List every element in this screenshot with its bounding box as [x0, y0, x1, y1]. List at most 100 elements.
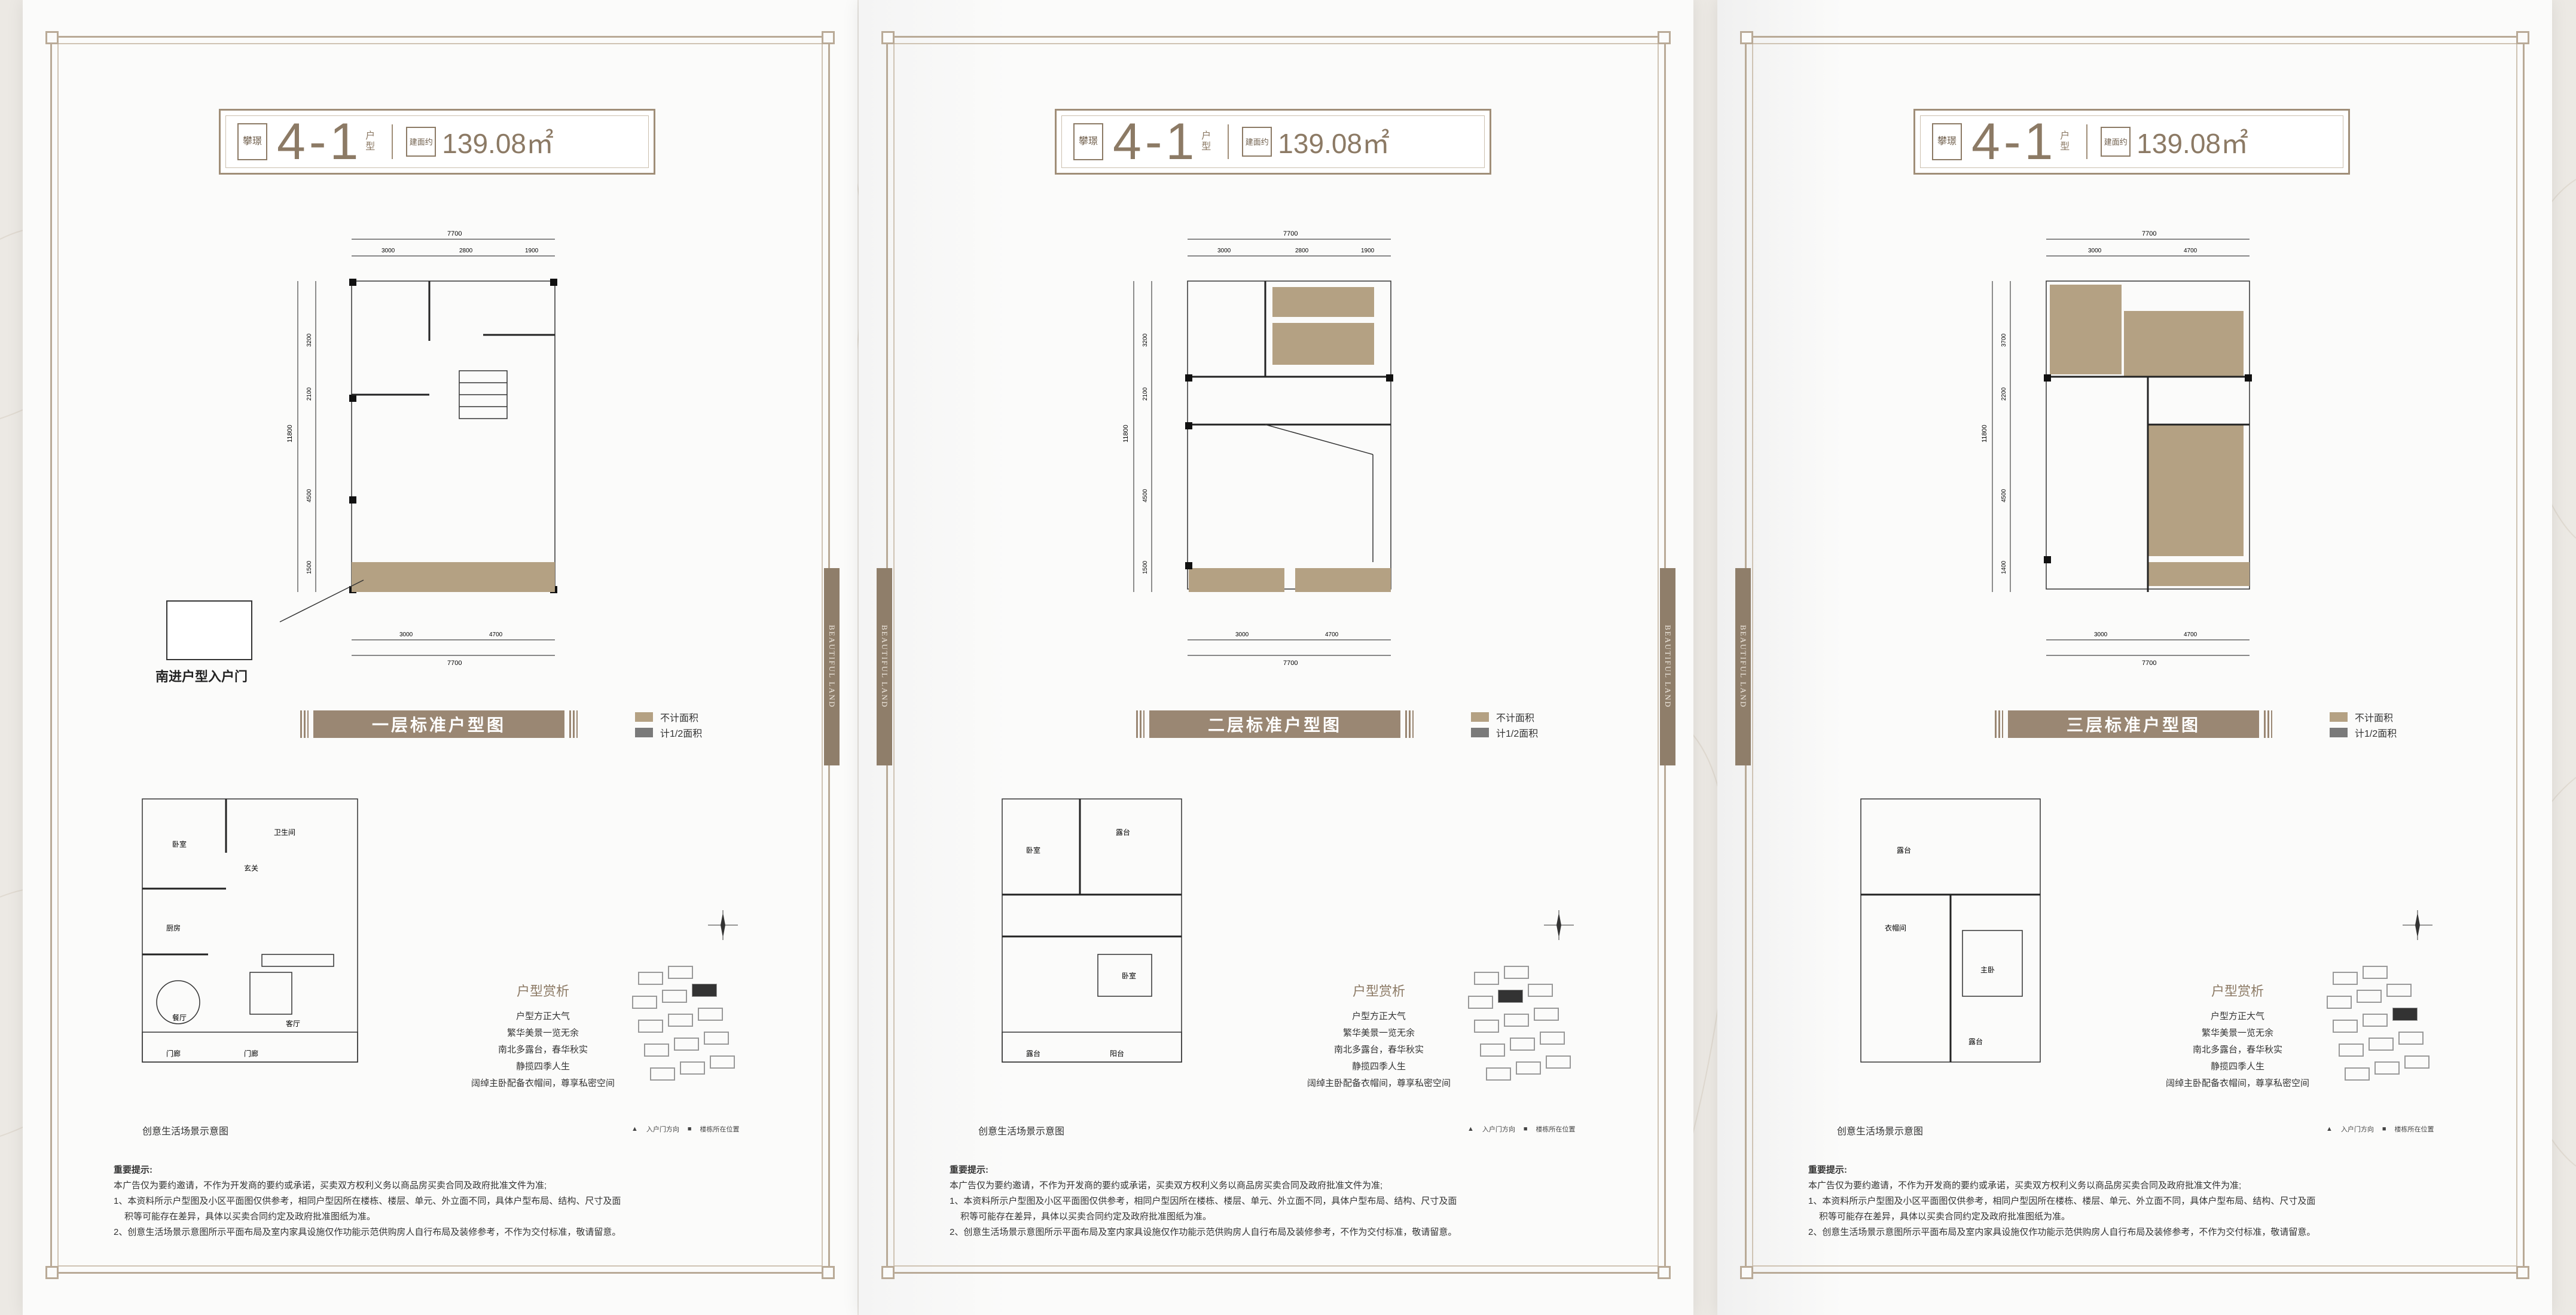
dim-bottom-part: 4700	[1325, 631, 1339, 638]
legend-label: 不计面积	[2355, 713, 2394, 724]
important-notes: 重要提示: 本广告仅为要约邀请，不作为开发商的要约或承诺，买卖双方权利义务以商品…	[1808, 1163, 2466, 1240]
legend-item: 不计面积	[635, 709, 702, 725]
site-legend-entry: 入户门方向	[1482, 1126, 1515, 1133]
entry-direction-icon: ▲	[631, 1125, 638, 1133]
dim-top-part: 3000	[381, 248, 395, 254]
furnished-plan-drawing: 卧室 卫生间 玄关 厨房 餐厅 客厅 门廊 门廊	[142, 798, 358, 1063]
building-location-icon: ■	[2382, 1125, 2386, 1133]
side-tab: BEAUTIFUL LAND	[1735, 568, 1751, 765]
unit-analysis: 户型赏析 户型方正大气 繁华美景一览无余 南北多露台，春华秋实 静揽四季人生 阔…	[2112, 981, 2363, 1092]
frame-corner	[881, 1266, 895, 1279]
room-label: 衣帽间	[1885, 923, 1906, 932]
floor-plan-drawing: 7700 3000 2800 1900 11800 3200 2100 4500…	[279, 230, 557, 667]
legend-item: 不计面积	[1471, 709, 1538, 725]
dim-bottom-total: 7700	[2142, 660, 2156, 667]
dim-top-part: 2800	[459, 248, 473, 254]
notes-line: 2、创意生活场景示意图所示平面布局及室内家具设施仅作功能示范供购房人自行布局及装…	[950, 1227, 1457, 1237]
dim-left-part: 4500	[2001, 489, 2007, 502]
dim-left-total: 11800	[1122, 425, 1130, 443]
area-tag: 建面约	[406, 127, 437, 157]
dim-top-total: 7700	[447, 230, 462, 237]
room-label: 露台	[1026, 1049, 1040, 1058]
unit-area: 139.08㎡	[442, 128, 554, 159]
room-label: 露台	[1116, 828, 1130, 837]
section-title: 三层标准户型图	[1995, 710, 2272, 738]
dim-top-part: 1900	[525, 248, 539, 254]
section-header: 二层标准户型图	[1136, 710, 1414, 738]
building-location-icon: ■	[687, 1125, 692, 1133]
dim-bottom-part: 3000	[1235, 631, 1249, 638]
room-label: 卧室	[1026, 846, 1040, 855]
notes-line: 1、本资料所示户型图及小区平面图仅供参考，相同户型因所在楼栋、楼层、单元、外立面…	[1808, 1196, 2316, 1206]
site-plan-map	[632, 966, 735, 1081]
analysis-line: 阔绰主卧配备衣帽间，尊享私密空间	[1307, 1078, 1451, 1088]
analysis-title: 户型赏析	[1352, 984, 1405, 999]
floor-plan-drawing: 7700 3000 4700 11800 3700 2200 4500 1400…	[1981, 230, 2252, 667]
analysis-line: 静揽四季人生	[515, 1061, 570, 1072]
site-legend-location: 楼栋所在位置	[1536, 1126, 1576, 1133]
north-arrow-icon	[708, 910, 738, 940]
floor-page-2: BEAUTIFUL LAND BEAUTIFUL LAND 攀璟 4-1 户型 …	[859, 0, 1693, 1315]
area-legend: 不计面积 计1/2面积	[1471, 709, 1538, 740]
dim-left-part: 2200	[2001, 387, 2007, 401]
legend-swatch	[2330, 712, 2348, 722]
analysis-line: 户型方正大气	[2210, 1011, 2264, 1021]
analysis-line: 静揽四季人生	[1351, 1061, 1406, 1072]
floor-page-1: BEAUTIFUL LAND 攀璟 4-1 户型 建面约 139.08㎡ 770…	[23, 0, 857, 1315]
analysis-line: 南北多露台，春华秋实	[2192, 1045, 2282, 1055]
frame-corner	[45, 31, 59, 44]
analysis-line: 静揽四季人生	[2210, 1061, 2264, 1072]
site-legend: ▲ 入户门方向 ■ 楼栋所在位置	[2326, 1124, 2434, 1134]
frame-corner	[822, 1266, 835, 1279]
furnished-plan-drawing: 露台 衣帽间 主卧 露台	[1860, 798, 2041, 1063]
furnished-plan-caption: 创意生活场景示意图	[978, 1127, 1065, 1137]
project-badge: 攀璟	[1932, 123, 1962, 160]
dim-left-part: 3700	[2001, 333, 2007, 347]
analysis-line: 户型方正大气	[1351, 1011, 1406, 1021]
section-title: 二层标准户型图	[1136, 710, 1414, 738]
unit-title-plaque: 攀璟 4-1 户型 建面约 139.08㎡	[219, 109, 655, 175]
plaque-divider	[1228, 124, 1229, 159]
notes-line: 积等可能存在差异，具体以买卖合同约定及政府批准图纸为准。	[124, 1212, 376, 1222]
side-tab: BEAUTIFUL LAND	[877, 568, 892, 765]
room-label: 主卧	[1980, 966, 1995, 974]
dim-top-part: 3000	[1217, 248, 1231, 254]
entry-direction-icon: ▲	[2326, 1125, 2333, 1133]
room-label: 厨房	[166, 923, 181, 932]
unit-analysis: 户型赏析 户型方正大气 繁华美景一览无余 南北多露台，春华秋实 静揽四季人生 阔…	[417, 981, 669, 1092]
notes-line: 本广告仅为要约邀请，不作为开发商的要约或承诺，买卖双方权利义务以商品房买卖合同及…	[1808, 1180, 2242, 1191]
entry-direction-icon: ▲	[1467, 1125, 1474, 1133]
room-label: 玄关	[244, 864, 258, 872]
room-label: 露台	[1897, 846, 1911, 855]
page-frame-inner	[893, 43, 1659, 1267]
unit-analysis: 户型赏析 户型方正大气 繁华美景一览无余 南北多露台，春华秋实 静揽四季人生 阔…	[1253, 981, 1504, 1092]
dim-left-part: 2100	[1142, 387, 1149, 401]
legend-item: 计1/2面积	[2330, 725, 2397, 740]
legend-item: 计1/2面积	[1471, 725, 1538, 740]
north-arrow-icon	[2403, 910, 2432, 940]
legend-item: 不计面积	[2330, 709, 2397, 725]
notes-title: 重要提示:	[114, 1165, 152, 1175]
unit-area: 139.08㎡	[1278, 128, 1390, 159]
analysis-line: 繁华美景一览无余	[1342, 1028, 1415, 1038]
area-legend: 不计面积 计1/2面积	[2330, 709, 2397, 740]
entrance-door-inset	[166, 600, 252, 660]
dim-bottom-part: 3000	[2094, 631, 2108, 638]
site-legend-entry: 入户门方向	[2340, 1126, 2374, 1133]
notes-line: 2、创意生活场景示意图所示平面布局及室内家具设施仅作功能示范供购房人自行布局及装…	[114, 1227, 621, 1237]
side-tab: BEAUTIFUL LAND	[1660, 568, 1675, 765]
area-legend: 不计面积 计1/2面积	[635, 709, 702, 740]
dim-left-total: 11800	[1981, 425, 1988, 443]
frame-corner	[45, 1266, 59, 1279]
entrance-door-label: 南进户型入户门	[155, 669, 248, 684]
unit-number: 4-1	[1971, 112, 2057, 170]
dim-left-part: 4500	[306, 489, 313, 502]
notes-line: 本广告仅为要约邀请，不作为开发商的要约或承诺，买卖双方权利义务以商品房买卖合同及…	[950, 1180, 1383, 1191]
legend-swatch	[1471, 728, 1489, 737]
dim-top-total: 7700	[2142, 230, 2156, 237]
legend-item: 计1/2面积	[635, 725, 702, 740]
page-frame-inner	[57, 43, 823, 1267]
unit-title-plaque: 攀璟 4-1 户型 建面约 139.08㎡	[1055, 109, 1491, 175]
frame-corner	[2516, 31, 2529, 44]
unit-number: 4-1	[277, 112, 362, 170]
